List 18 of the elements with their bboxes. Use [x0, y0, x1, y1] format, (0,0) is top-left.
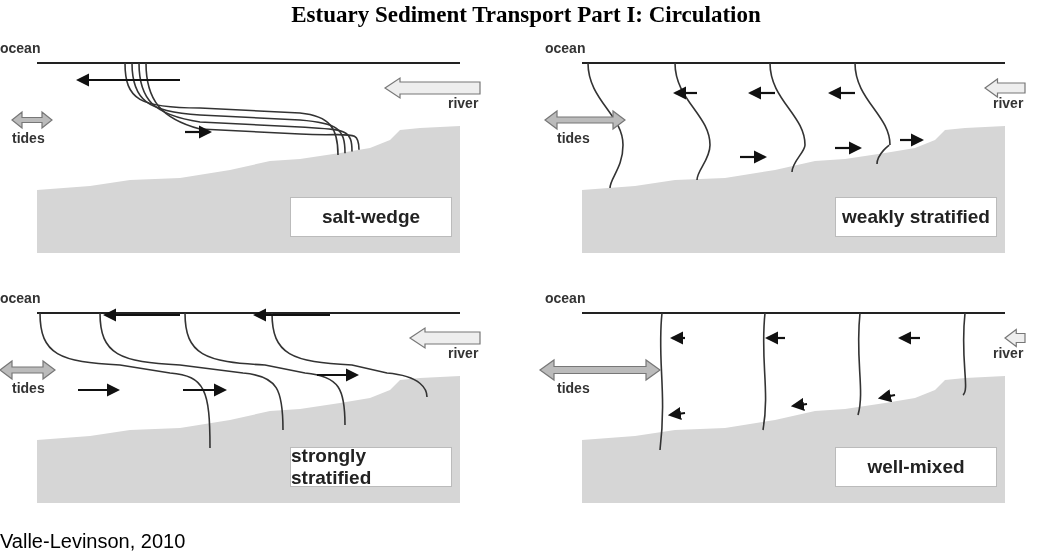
river-label: river — [448, 95, 479, 111]
ocean-label: ocean — [545, 290, 586, 306]
ocean-label: ocean — [0, 290, 41, 306]
ocean-label: ocean — [0, 40, 41, 56]
tides-label: tides — [557, 130, 590, 146]
river-label: river — [993, 95, 1024, 111]
tides-label: tides — [12, 380, 45, 396]
source-citation: Valle-Levinson, 2010 — [0, 530, 186, 553]
panel-name-box: salt-wedge — [290, 197, 452, 237]
tides-label: tides — [557, 380, 590, 396]
river-label: river — [993, 345, 1024, 361]
panel-name-box: strongly stratified — [290, 447, 452, 487]
panel-name-box: weakly stratified — [835, 197, 997, 237]
panel-name-box: well-mixed — [835, 447, 997, 487]
title: Estuary Sediment Transport Part I: Circulation — [290, 2, 762, 28]
river-label: river — [448, 345, 479, 361]
ocean-label: ocean — [545, 40, 586, 56]
tides-label: tides — [12, 130, 45, 146]
